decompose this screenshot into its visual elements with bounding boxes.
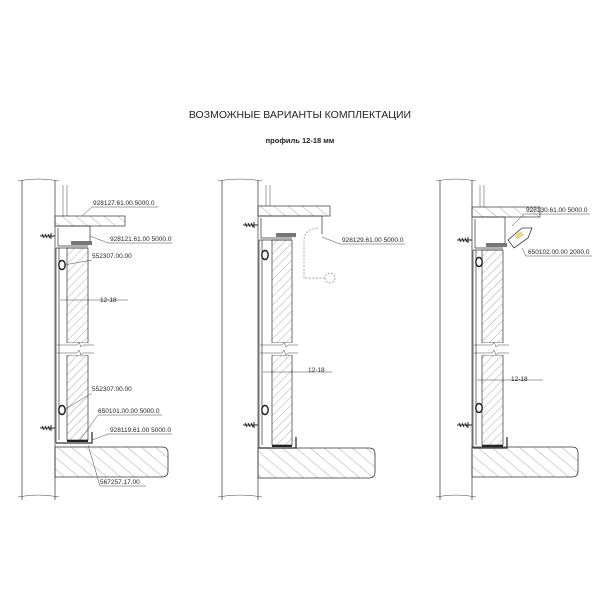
dimension-label: 12-18 — [100, 297, 117, 304]
part-label: 928129.61.00 5000.0 — [342, 237, 404, 244]
roller-icon — [261, 249, 269, 261]
variant-1-labels: 928127.61.00.5000.0 928121.61.00 5000.0 … — [63, 200, 172, 487]
break-line — [260, 341, 298, 356]
bottom-profile — [56, 432, 93, 444]
bottom-seal — [67, 440, 88, 442]
profile-insert — [71, 241, 92, 245]
door-panel — [271, 239, 293, 344]
roller-icon — [475, 256, 483, 268]
upper-shelf — [471, 206, 541, 218]
variant-2 — [217, 178, 376, 500]
alternate-position-dashed — [324, 272, 336, 284]
wall-break-mark — [217, 178, 263, 498]
part-label: 928119.61.00 5000.0 — [110, 427, 171, 434]
part-label: 552307.00.00 — [92, 253, 132, 260]
screw-icon — [457, 422, 472, 428]
vertical-profile — [258, 240, 263, 448]
bottom-seal — [272, 445, 292, 447]
wall-break-mark — [17, 178, 60, 498]
upper-panel — [265, 185, 271, 206]
part-label: 650101.00.00 5000.0 — [98, 408, 160, 415]
panel-break-gap — [66, 343, 89, 355]
drawing-subtitle: профиль 12-18 мм — [266, 136, 335, 145]
dimension-label: 12-18 — [308, 367, 325, 374]
dimension-tick — [481, 377, 504, 383]
dimension-tick — [271, 369, 293, 375]
profile-insert — [276, 233, 296, 237]
variant-1 — [17, 178, 169, 500]
wall — [221, 180, 259, 500]
panel-break-gap — [481, 343, 504, 355]
door-panel — [481, 249, 504, 344]
roller-icon — [261, 404, 269, 416]
countertop — [471, 446, 579, 478]
door-panel — [66, 247, 89, 344]
drawing-title: ВОЗМОЖНЫЕ ВАРИАНТЫ КОМПЛЕКТАЦИИ — [189, 109, 411, 121]
led-profile — [507, 227, 533, 249]
part-label: 928121.61.00 5000.0 — [110, 236, 172, 243]
wall — [439, 180, 473, 500]
vertical-profile — [472, 250, 477, 448]
bottom-seal — [482, 445, 503, 447]
door-panel — [481, 354, 504, 446]
wall — [21, 180, 56, 500]
screw-icon — [457, 237, 472, 243]
screw-icon — [243, 422, 258, 428]
variant-3 — [435, 178, 579, 500]
dimension-label: 12-18 — [511, 376, 528, 383]
vertical-profile — [55, 248, 60, 443]
part-label: 650102.00.00 2000.0 — [528, 249, 590, 256]
led-strip — [514, 231, 524, 240]
variant-3-labels: 928130.61.00 5000.0 650102.00.00 2000.0 … — [511, 207, 592, 383]
upper-shelf — [257, 205, 331, 217]
upper-shelf — [54, 215, 126, 227]
profile-insert — [486, 243, 507, 247]
upper-panel — [62, 185, 68, 216]
break-line — [57, 341, 94, 356]
part-label: 552307.00.00 — [92, 386, 132, 393]
wall-break-mark — [435, 178, 477, 498]
variant-2-labels: 928129.61.00 5000.0 12-18 — [308, 236, 405, 374]
part-label: 928130.61.00 5000.0 — [526, 207, 588, 214]
part-label: 928127.61.00.5000.0 — [93, 200, 155, 207]
countertop — [54, 446, 169, 478]
screw-icon — [40, 425, 55, 431]
screw-icon — [40, 233, 55, 239]
screw-icon — [243, 222, 258, 228]
roller-icon — [58, 404, 66, 416]
alternate-position-dashed — [303, 227, 326, 279]
part-label: 567257.17.00 — [100, 479, 140, 486]
door-panel — [271, 354, 293, 446]
upper-panel — [479, 185, 485, 207]
roller-icon — [475, 402, 483, 414]
break-line — [474, 341, 509, 356]
panel-break-gap — [271, 343, 293, 355]
countertop — [257, 447, 376, 479]
dimension-tick — [66, 297, 89, 303]
